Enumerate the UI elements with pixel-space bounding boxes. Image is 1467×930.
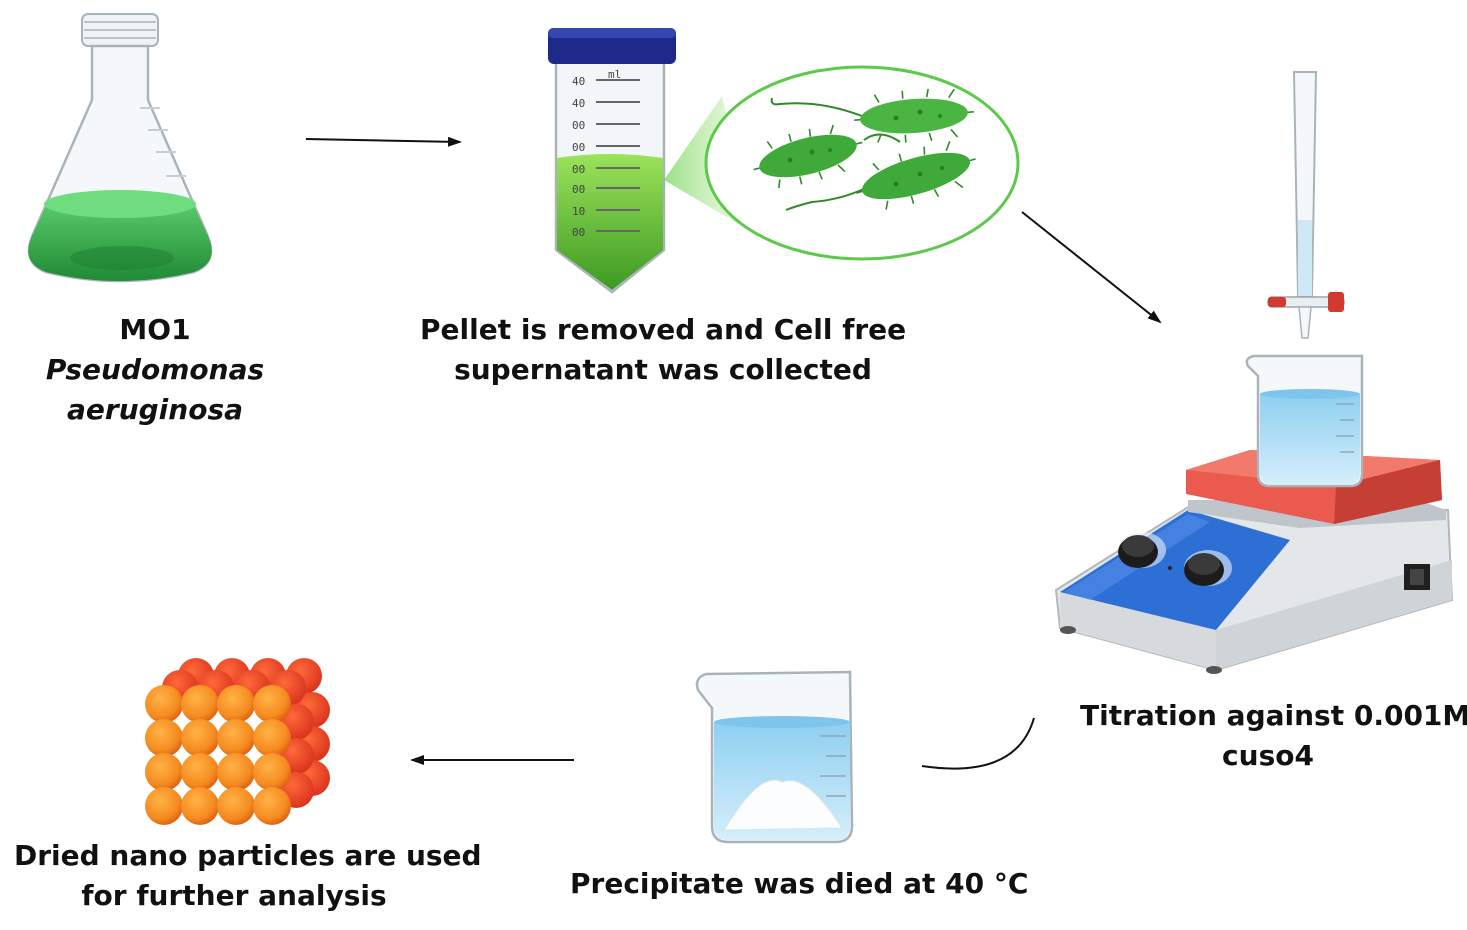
tube-label-line1: Pellet is removed and Cell free [420, 313, 907, 346]
nano-label-line2: for further analysis [81, 879, 387, 912]
tube-scale-label: 10 [572, 205, 585, 218]
curve-connector [921, 717, 1035, 770]
beaker-label: Precipitate was died at 40 °C [570, 864, 1029, 904]
erlenmeyer-flask-icon [27, 13, 213, 283]
titration-label-line2: cuso4 [1222, 739, 1314, 772]
tube-label-line2: supernatant was collected [454, 353, 872, 386]
burette-icon [1267, 71, 1345, 339]
beaker-label-line1: Precipitate was died at 40 °C [570, 867, 1029, 900]
flask-label: MO1 Pseudomonas aeruginosa [30, 310, 280, 430]
titration-label-line1: Titration against 0.001M [1080, 699, 1467, 732]
centrifuge-tube-icon: ml 40 40 00 00 00 00 10 00 [548, 28, 676, 294]
flask-label-strain: MO1 [119, 313, 191, 346]
nano-label-line1: Dried nano particles are used [14, 839, 482, 872]
flask-label-genus: Pseudomonas [45, 353, 265, 386]
tube-scale-label: 00 [572, 141, 585, 154]
nanoparticle-cube-icon [145, 658, 330, 825]
precipitate-beaker-icon [695, 670, 854, 844]
tube-scale-label: 00 [572, 119, 585, 132]
nano-label: Dried nano particles are used for furthe… [14, 836, 482, 916]
tube-scale-label: 40 [572, 97, 585, 110]
arrow-to-titration [1021, 211, 1162, 324]
arrow-flask-to-tube [305, 136, 462, 147]
flask-label-species: aeruginosa [67, 393, 243, 426]
beaker-icon [1245, 354, 1364, 488]
titration-label: Titration against 0.001M cuso4 [1080, 696, 1467, 776]
tube-label: Pellet is removed and Cell free supernat… [420, 310, 906, 390]
tube-scale-label: 00 [572, 226, 585, 239]
tube-scale-label: 40 [572, 75, 585, 88]
hotplate-stirrer-icon [1054, 450, 1454, 674]
tube-scale-label: 00 [572, 163, 585, 176]
bacteria-zoom-icon [704, 65, 1020, 261]
tube-unit-label: ml [608, 68, 621, 81]
tube-scale-label: 00 [572, 183, 585, 196]
